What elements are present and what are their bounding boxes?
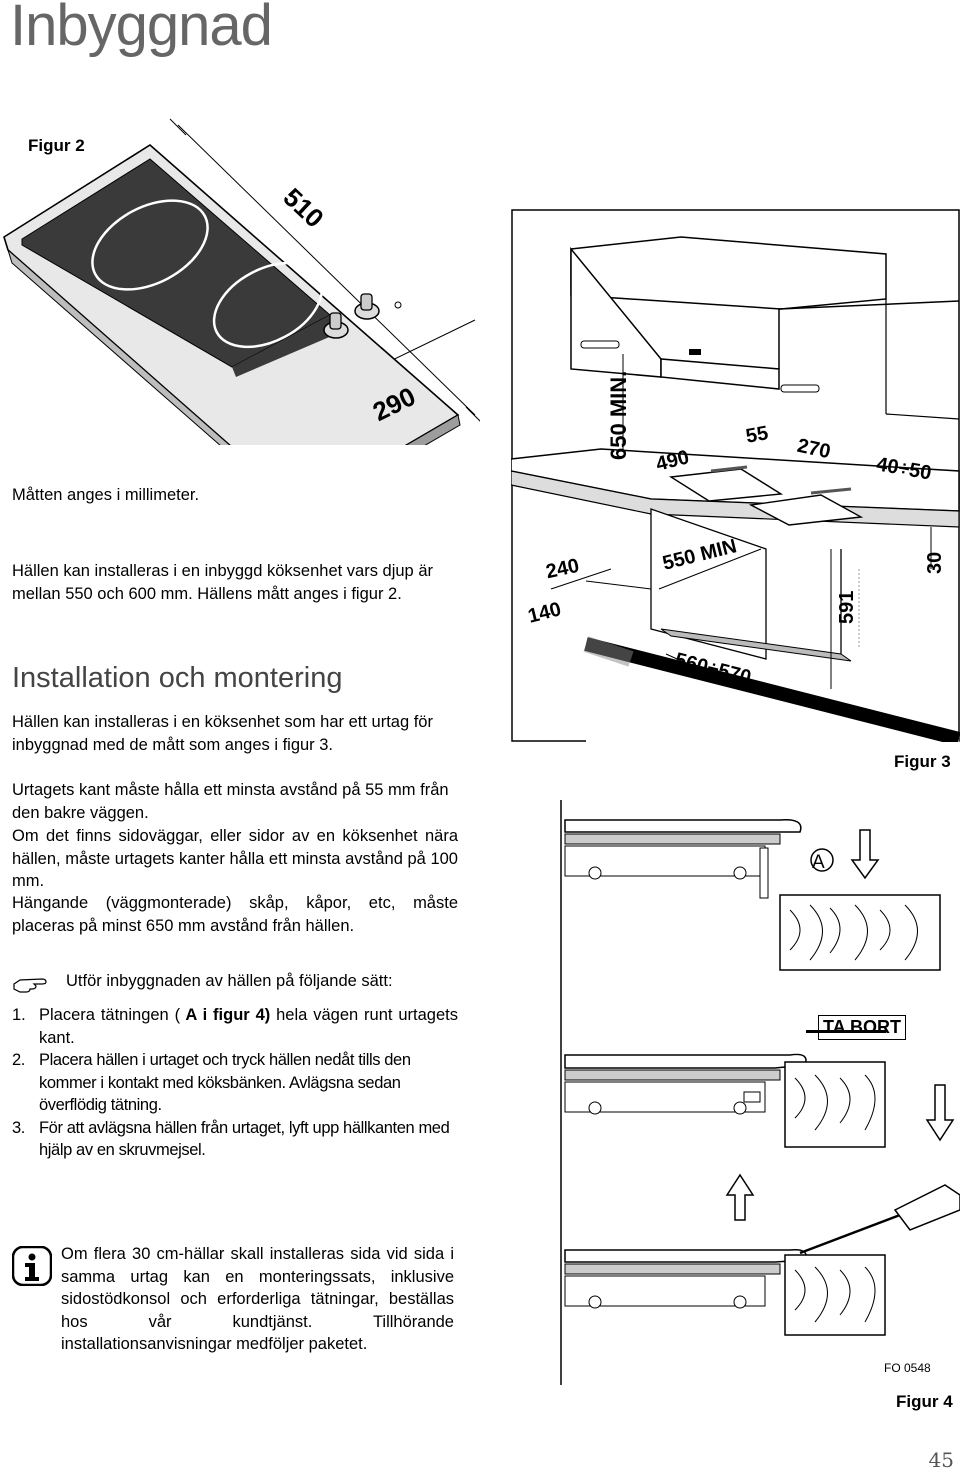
paragraph-cutout: Hällen kan installeras i en köksenhet so… bbox=[12, 713, 433, 754]
instruction-lead: Utför inbyggnaden av hällen på följande … bbox=[66, 972, 393, 990]
list-item: 2. Placera hällen i urtaget och tryck hä… bbox=[12, 1049, 458, 1117]
step-1-reference: A i figur 4) bbox=[180, 1006, 271, 1024]
step-1-text: Placera tätningen ( bbox=[39, 1006, 181, 1024]
measurement-note: Måtten anges i millimeter. bbox=[12, 486, 200, 504]
figure-3-cutout-drawing bbox=[511, 209, 960, 742]
step-number: 2. bbox=[12, 1051, 25, 1069]
info-note: Om flera 30 cm-hällar skall installeras … bbox=[61, 1245, 454, 1353]
intro-paragraph: Hällen kan installeras i en inbyggd köks… bbox=[12, 562, 433, 603]
list-item: 3. För att avlägsna hällen från urtaget,… bbox=[12, 1117, 458, 1162]
paragraph-rear-wall: Urtagets kant måste hålla ett minsta avs… bbox=[12, 781, 449, 822]
step-number: 1. bbox=[12, 1006, 26, 1024]
fig4-step-3 bbox=[564, 1173, 960, 1336]
step-3-text: För att avlägsna hällen från urtaget, ly… bbox=[39, 1118, 450, 1160]
figure-3-caption: Figur 3 bbox=[894, 752, 951, 771]
list-item: 1. Placera tätningen ( A i figur 4) hela… bbox=[12, 1004, 458, 1049]
fig3-dim-55: 55 bbox=[744, 422, 770, 448]
fig4-remove-label: TA BORT bbox=[818, 1015, 906, 1040]
fig4-step-2 bbox=[564, 1030, 955, 1148]
paragraph-wall-cabinets: Hängande (väggmonterade) skåp, kåpor, et… bbox=[12, 894, 458, 935]
fig4-label-a: A bbox=[812, 852, 825, 873]
figure-2-hob-drawing bbox=[3, 118, 480, 445]
fig4-step-1 bbox=[564, 819, 941, 971]
fig3-dim-30: 30 bbox=[924, 551, 946, 574]
figure-4-sealing-drawing bbox=[560, 800, 960, 1385]
figure-4-caption: Figur 4 bbox=[896, 1392, 953, 1411]
step-1-text-end: hela vägen runt urtagets kant. bbox=[39, 1006, 458, 1047]
fig3-dim-591: 591 bbox=[836, 590, 858, 624]
fig4-code: FO 0548 bbox=[884, 1361, 931, 1375]
step-number: 3. bbox=[12, 1118, 25, 1137]
paragraph-side-walls: Om det finns sidoväggar, eller sidor av … bbox=[12, 827, 458, 890]
pointing-hand-icon bbox=[13, 978, 47, 993]
installation-steps: 1. Placera tätningen ( A i figur 4) hela… bbox=[12, 1004, 458, 1162]
page-title: Inbyggnad bbox=[10, 0, 273, 58]
fig3-dim-650: 650 MIN. bbox=[606, 370, 631, 460]
page-number: 45 bbox=[928, 1448, 954, 1472]
info-icon bbox=[12, 1246, 52, 1286]
section-heading: Installation och montering bbox=[12, 662, 343, 694]
figure-2-caption: Figur 2 bbox=[28, 136, 85, 155]
step-2-text: Placera hällen i urtaget och tryck hälle… bbox=[39, 1051, 411, 1114]
